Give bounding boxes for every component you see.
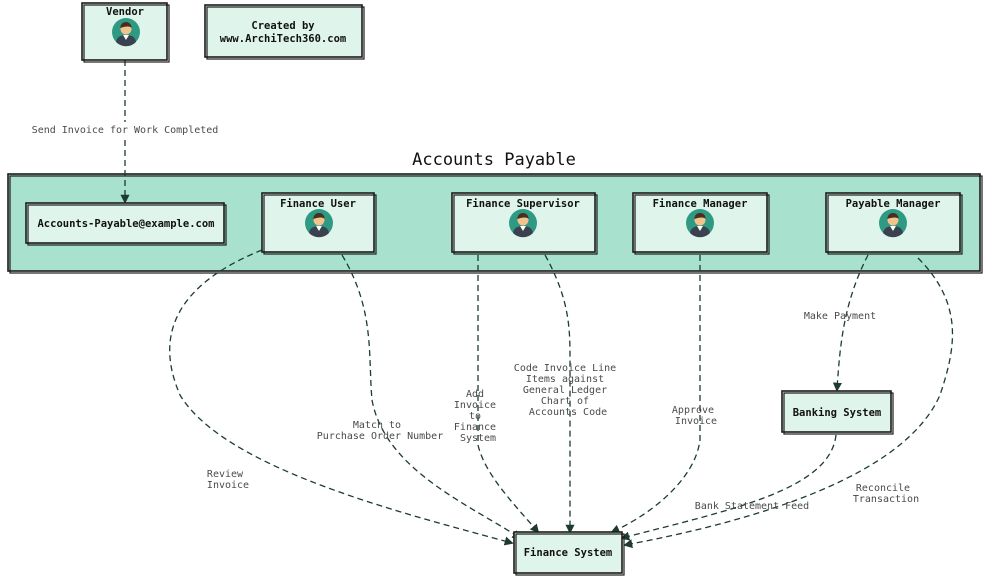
person-avatar-icon (112, 18, 140, 47)
finance-supervisor-label: Finance Supervisor (466, 198, 580, 210)
group-title: Accounts Payable (412, 150, 576, 170)
finance-user-node[interactable]: Finance User (261, 192, 377, 255)
finance-manager-node[interactable]: Finance Manager (632, 192, 770, 255)
edge-reconcile (623, 257, 954, 549)
finance-system-label: Finance System (524, 547, 613, 559)
review-invoice-label: Review Invoice (207, 469, 249, 491)
edge-labels: Send Invoice for Work Completed Review I… (32, 122, 919, 512)
vendor-label: Vendor (106, 6, 144, 18)
payable-manager-label: Payable Manager (846, 198, 941, 210)
add-invoice-label: Add Invoice to Finance System (454, 389, 502, 444)
person-avatar-icon (879, 209, 907, 238)
person-avatar-icon (686, 209, 714, 238)
ap-email-node[interactable]: Accounts-Payable@example.com (25, 202, 227, 246)
edge-bank-statement (620, 434, 837, 541)
edge-add-invoice (477, 255, 540, 534)
credit-line-1: Created by (251, 20, 315, 32)
approve-invoice-label: Approve Invoice (672, 405, 720, 427)
finance-user-label: Finance User (280, 198, 356, 210)
finance-manager-label: Finance Manager (653, 198, 748, 210)
make-payment-label: Make Payment (804, 311, 876, 322)
send-invoice-label: Send Invoice for Work Completed (32, 125, 219, 136)
vendor-node[interactable]: Vendor (81, 2, 170, 63)
edge-match-po (341, 254, 522, 540)
bank-statement-label: Bank Statement Feed (695, 501, 809, 512)
edge-review-invoice (169, 249, 514, 546)
edge-approve-invoice (610, 255, 701, 534)
person-avatar-icon (509, 209, 537, 238)
banking-system-node[interactable]: Banking System (781, 390, 894, 435)
banking-system-label: Banking System (793, 407, 882, 419)
edges (120, 60, 954, 549)
match-po-label: Match to Purchase Order Number (317, 420, 443, 442)
payable-manager-node[interactable]: Payable Manager (825, 192, 963, 255)
credit-line-2: www.ArchiTech360.com (220, 33, 346, 45)
credit-box: Created by www.ArchiTech360.com (204, 4, 365, 60)
finance-supervisor-node[interactable]: Finance Supervisor (451, 192, 598, 255)
reconcile-label: Reconcile Transaction (853, 483, 919, 505)
person-avatar-icon (305, 209, 333, 238)
finance-system-node[interactable]: Finance System (513, 531, 625, 576)
code-invoice-label: Code Invoice Line Items against General … (514, 363, 622, 418)
ap-email-label: Accounts-Payable@example.com (37, 218, 214, 230)
edge-make-payment (832, 254, 869, 392)
